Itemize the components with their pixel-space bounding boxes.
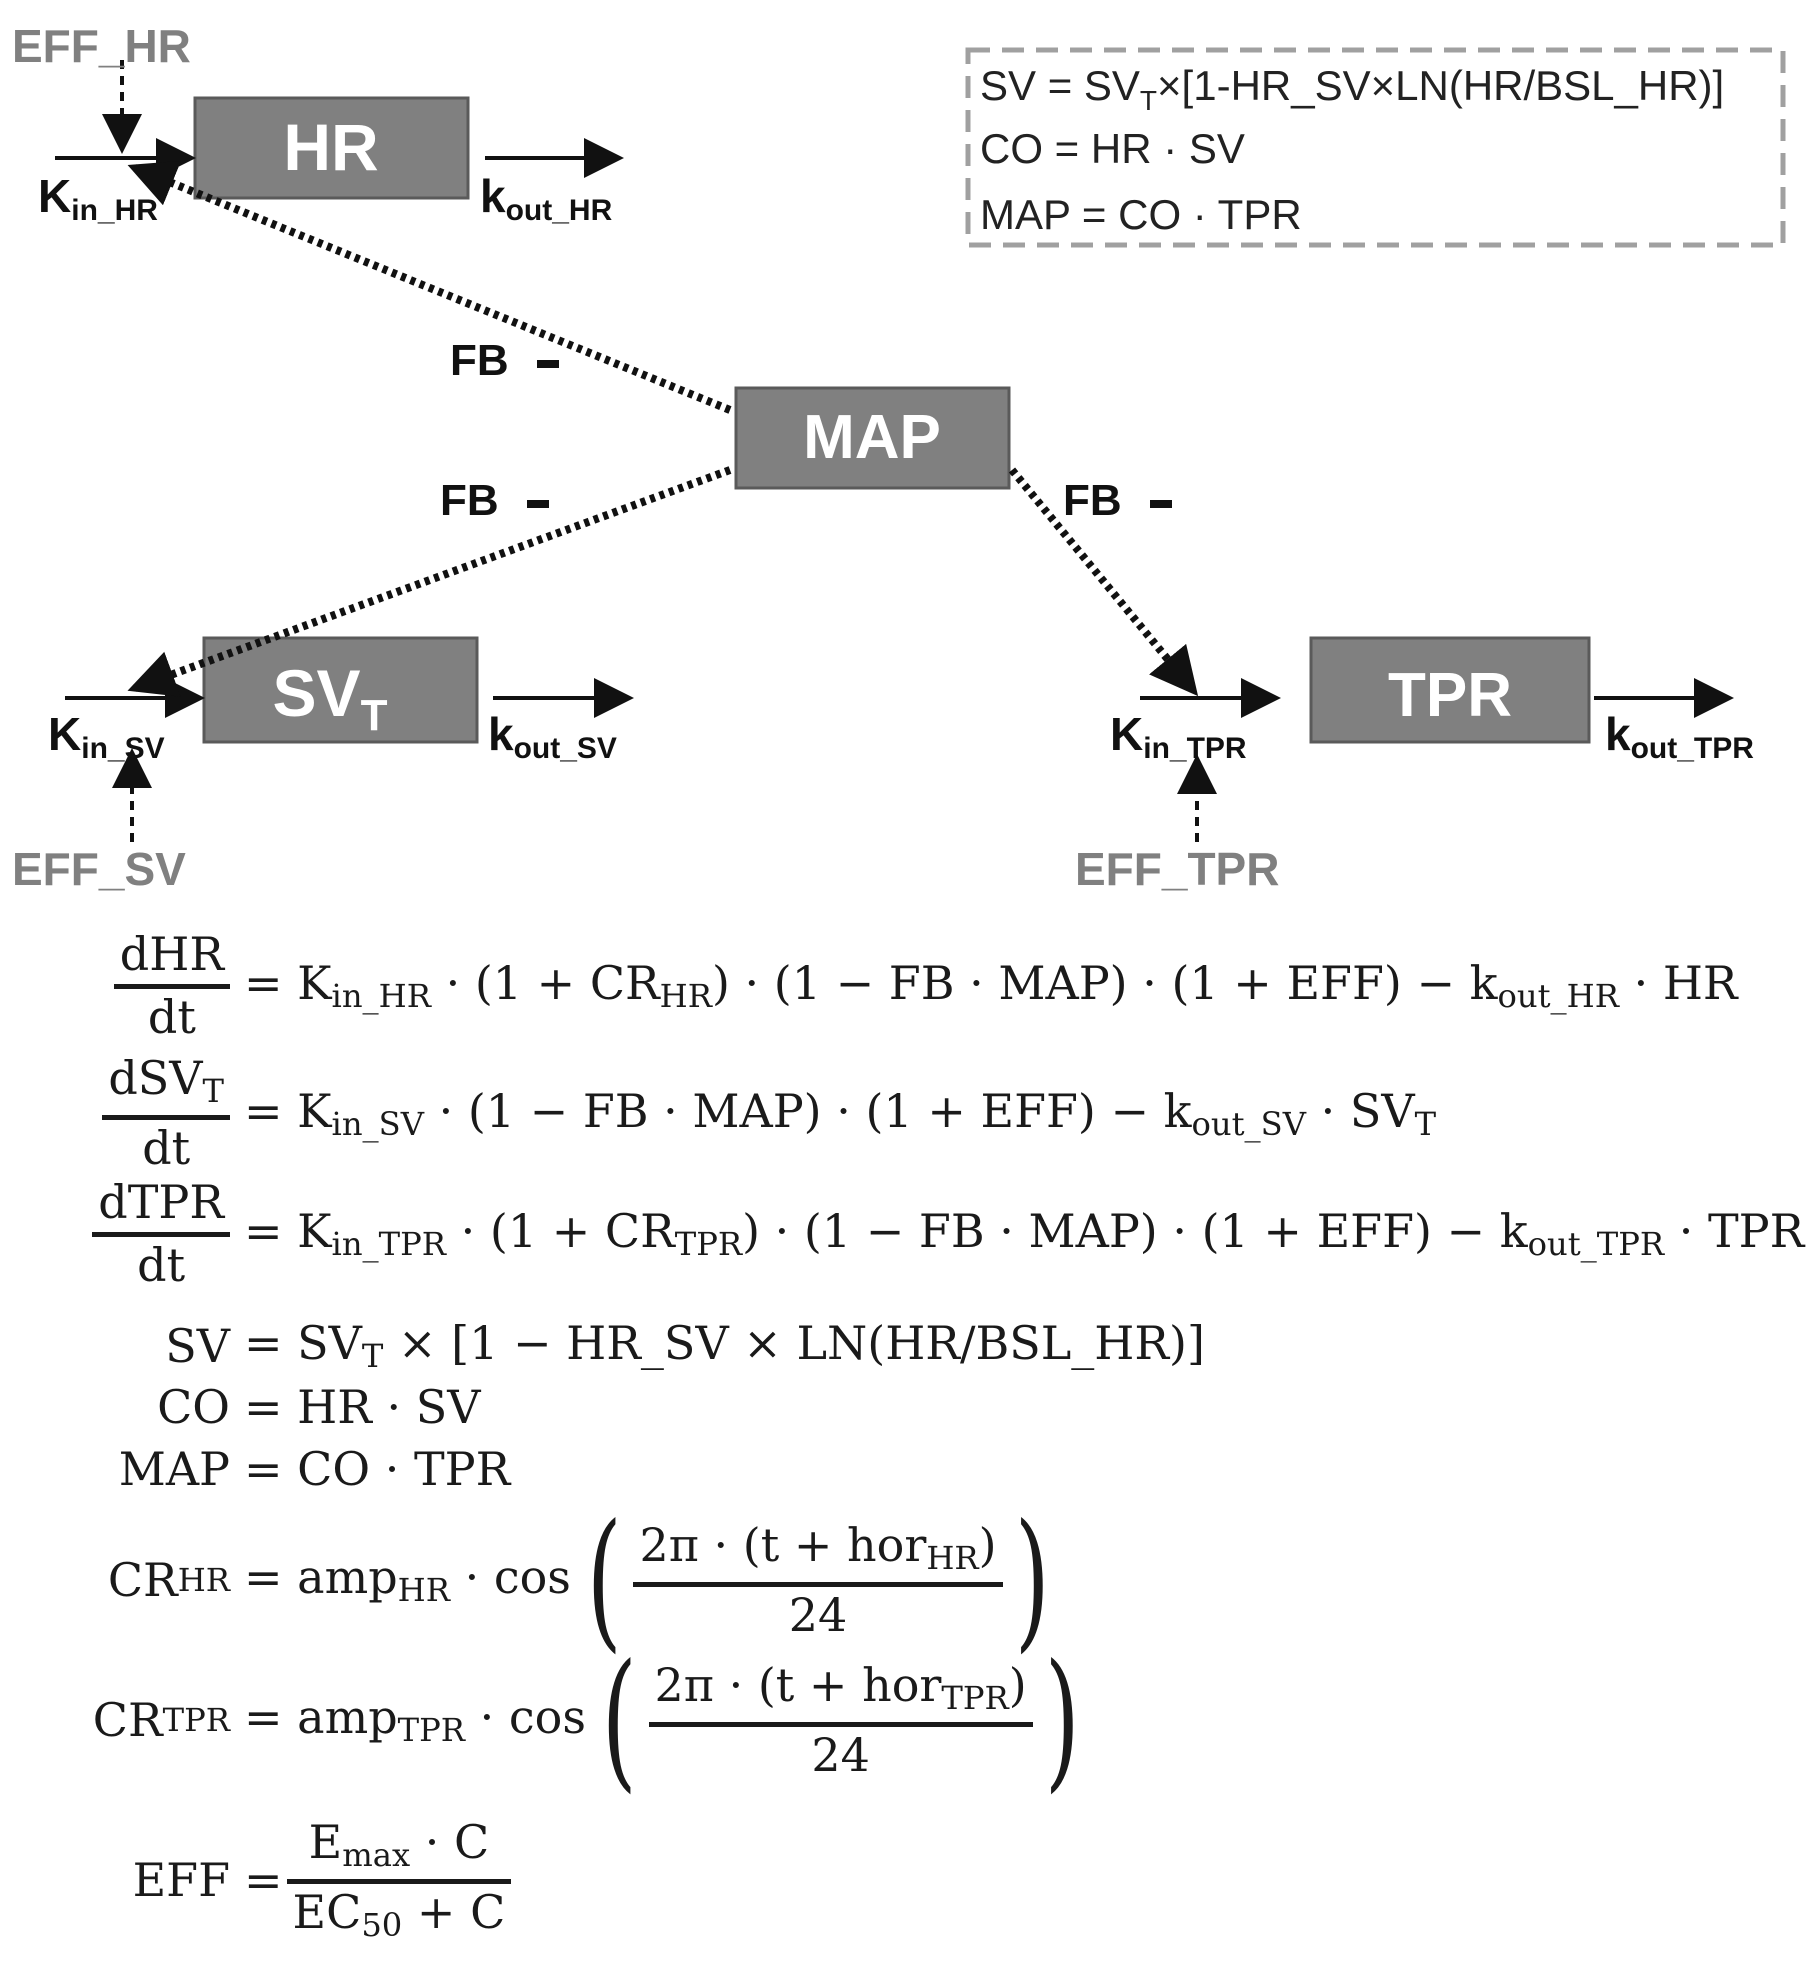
map-box-label: MAP xyxy=(803,403,941,472)
eff-hr-label: EFF_HR xyxy=(12,20,191,72)
kin-sv-label: Kin_SV xyxy=(48,708,165,765)
legend-box xyxy=(965,47,1786,248)
dhr-denominator: dt xyxy=(147,990,196,1045)
fb-label-hr: FB xyxy=(450,336,509,385)
equation-co: CO = HR · SV xyxy=(0,1380,495,1434)
eff-numerator: Emax · C xyxy=(308,1814,490,1874)
feedback-map-to-tpr xyxy=(1008,467,1199,697)
sv-lhs: SV xyxy=(165,1318,230,1373)
crhr-fraction: 2π · (t + horHR) 24 xyxy=(633,1517,1003,1642)
crhr-right-paren: ) xyxy=(1014,1492,1050,1667)
hr-box-label: HR xyxy=(283,110,378,184)
sv-rhs: = SVT × [1 − HR_SV × LN(HR/BSL_HR)] xyxy=(244,1316,1205,1376)
fb-minus-hr xyxy=(537,360,559,368)
legend-line-sv: SV = SVT×[1-HR_SV×LN(HR/BSL_HR)] xyxy=(980,62,1724,116)
eff-denominator: EC50 + C xyxy=(292,1884,506,1944)
equation-map: MAP = CO · TPR xyxy=(0,1442,524,1496)
tpr-box-label: TPR xyxy=(1388,661,1512,730)
hr-box xyxy=(193,96,470,200)
map-lhs: MAP xyxy=(118,1442,230,1496)
fb-minus-sv xyxy=(527,500,549,508)
fraction-dtpr-dt: dTPR dt xyxy=(92,1178,230,1290)
eff-lhs: EFF xyxy=(132,1853,230,1907)
feedback-map-to-hr xyxy=(127,160,732,414)
tpr-box xyxy=(1309,636,1591,744)
pkpd-model-diagram: SV = SVT×[1-HR_SV×LN(HR/BSL_HR)] CO = HR… xyxy=(0,0,1807,920)
fb-label-sv: FB xyxy=(440,476,499,525)
dsvt-denominator: dt xyxy=(142,1120,191,1175)
equation-dtpr: dTPR dt = Kin_TPR · (1 + CRTPR) · (1 − F… xyxy=(82,1178,1807,1290)
crtpr-numerator: 2π · (t + horTPR) xyxy=(654,1657,1027,1717)
crhr-pre: = ampHR · cos xyxy=(244,1550,571,1610)
kin-hr-label: Kin_HR xyxy=(38,170,158,227)
equations-block: dHR dt = Kin_HR · (1 + CRHR) · (1 − FB ·… xyxy=(0,930,1807,1960)
kout-hr-label: kout_HR xyxy=(480,170,613,227)
equation-sv: SV = SVT × [1 − HR_SV × LN(HR/BSL_HR)] xyxy=(0,1316,1219,1375)
dsvt-numerator: dSVT xyxy=(108,1051,224,1111)
co-lhs: CO xyxy=(157,1380,230,1434)
equation-dhr: dHR dt = Kin_HR · (1 + CRHR) · (1 − FB ·… xyxy=(100,930,1752,1042)
sv-box xyxy=(202,636,479,744)
equation-dsvt: dSVT dt = Kin_SV · (1 − FB · MAP) · (1 +… xyxy=(92,1054,1450,1172)
eff-tpr-label: EFF_TPR xyxy=(1075,843,1279,895)
kin-tpr-label: Kin_TPR xyxy=(1110,708,1247,765)
sv-box-label: SVT xyxy=(273,656,388,740)
dtpr-denominator: dt xyxy=(137,1238,186,1293)
dtpr-numerator: dTPR xyxy=(98,1175,224,1229)
crtpr-fraction: 2π · (t + horTPR) 24 xyxy=(648,1657,1033,1782)
fb-label-tpr: FB xyxy=(1063,476,1122,525)
dhr-numerator: dHR xyxy=(119,927,224,981)
map-box xyxy=(734,386,1011,490)
dtpr-rhs: = Kin_TPR · (1 + CRTPR) · (1 − FB · MAP)… xyxy=(244,1204,1805,1264)
kout-sv-label: kout_SV xyxy=(488,708,617,765)
crtpr-denominator: 24 xyxy=(811,1727,870,1782)
fraction-dsvt-dt: dSVT dt xyxy=(102,1054,230,1172)
crtpr-right-paren: ) xyxy=(1044,1632,1080,1807)
legend-line-map: MAP = CO · TPR xyxy=(980,191,1302,238)
crtpr-pre: = ampTPR · cos xyxy=(244,1690,586,1750)
diagram-canvas: SV = SVT×[1-HR_SV×LN(HR/BSL_HR)] CO = HR… xyxy=(12,20,1786,895)
legend-line-co: CO = HR · SV xyxy=(980,125,1245,172)
co-rhs: = HR · SV xyxy=(244,1380,481,1434)
eff-sv-label: EFF_SV xyxy=(12,843,186,895)
dsvt-rhs: = Kin_SV · (1 − FB · MAP) · (1 + EFF) − … xyxy=(244,1083,1437,1143)
dhr-rhs: = Kin_HR · (1 + CRHR) · (1 − FB · MAP) ·… xyxy=(244,956,1738,1016)
eff-fraction: Emax · C EC50 + C xyxy=(286,1814,512,1944)
kout-tpr-label: kout_TPR xyxy=(1605,708,1754,765)
crtpr-left-paren: ( xyxy=(601,1632,637,1807)
fraction-dhr-dt: dHR dt xyxy=(113,927,230,1045)
crhr-numerator: 2π · (t + horHR) xyxy=(639,1517,997,1577)
crhr-denominator: 24 xyxy=(788,1587,848,1642)
equation-eff: EFF = Emax · C EC50 + C xyxy=(0,1810,512,1950)
map-rhs: = CO · TPR xyxy=(244,1442,511,1496)
crhr-left-paren: ( xyxy=(586,1492,622,1667)
fb-minus-tpr xyxy=(1150,500,1172,508)
